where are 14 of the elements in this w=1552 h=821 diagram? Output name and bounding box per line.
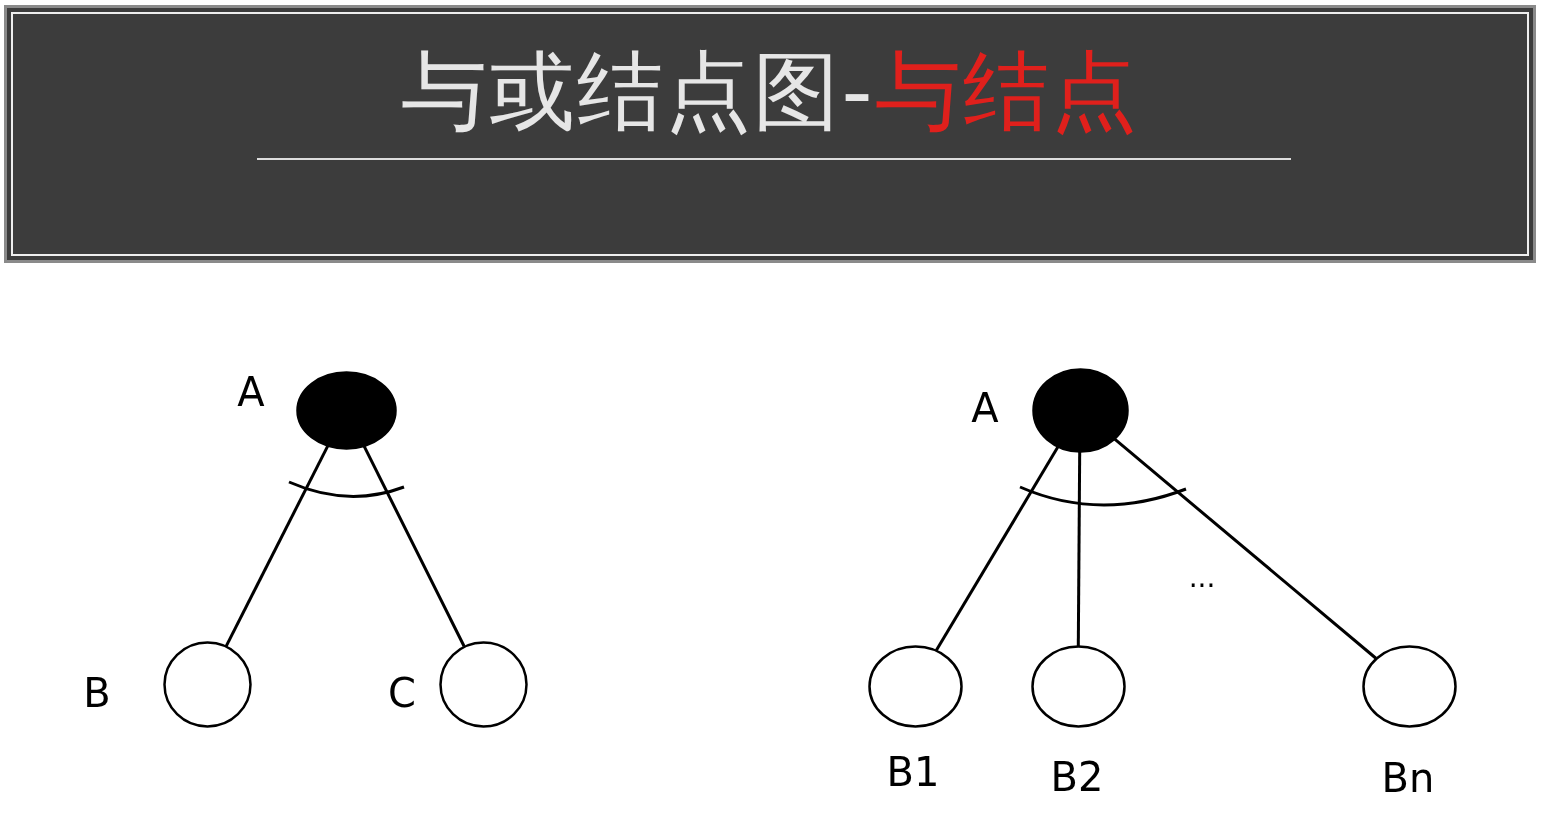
connector-line (224, 444, 330, 648)
node-label: B (83, 670, 111, 716)
connector-line (1112, 437, 1377, 660)
node-label: A (971, 385, 999, 431)
node-label: A (237, 369, 265, 415)
connector-line (362, 444, 466, 647)
connector-line (1076, 451, 1082, 646)
node-label: Bn (1381, 755, 1435, 801)
node-label: B1 (886, 749, 940, 795)
title: 与或结点图-与结点 (400, 40, 1140, 143)
node-label: C (388, 670, 416, 716)
node-label: B2 (1050, 754, 1104, 800)
ellipsis-label: ... (1188, 560, 1216, 596)
connector-line (934, 445, 1060, 652)
